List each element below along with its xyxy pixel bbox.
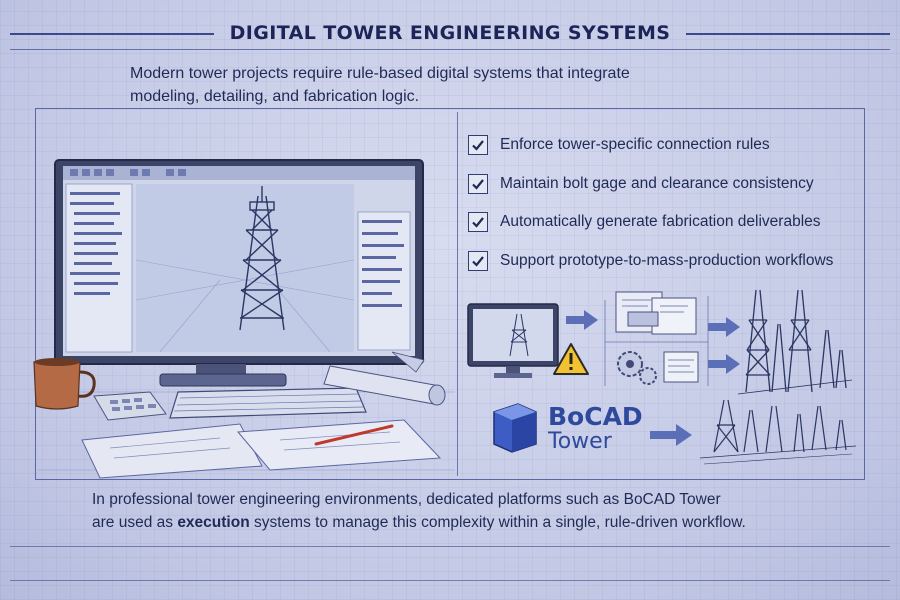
keyboard (169, 387, 367, 419)
gears-icon (617, 351, 699, 385)
checklist-item-label: Enforce tower-specific connection rules (500, 136, 770, 154)
footer-line-1: In professional tower engineering enviro… (92, 491, 721, 508)
checklist-item: Support prototype-to-mass-production wor… (468, 242, 868, 281)
brand-name: BoCAD (548, 401, 643, 431)
intro-line-1: Modern tower projects require rule-based… (130, 65, 630, 82)
checklist-item-label: Automatically generate fabrication deliv… (500, 213, 821, 231)
monitor-tower-icon (467, 303, 559, 378)
footer-line-2-pre: are used as (92, 514, 178, 531)
footer-line-2: are used as execution systems to manage … (92, 511, 872, 534)
coffee-mug (33, 358, 96, 410)
checklist-item-label: Support prototype-to-mass-production wor… (500, 251, 834, 269)
page-title: DIGITAL TOWER ENGINEERING SYSTEMS (229, 22, 671, 44)
feature-checklist: Enforce tower-specific connection rules … (468, 126, 868, 280)
panel-divider (457, 112, 458, 476)
checklist-item: Maintain bolt gage and clearance consist… (468, 165, 868, 204)
intro-line-2: modeling, detailing, and fabrication log… (130, 88, 420, 105)
bocad-logo: BoCAD Tower (488, 400, 643, 456)
monitor (54, 159, 424, 387)
header-rule (10, 49, 890, 50)
checkbox-checked-icon (468, 135, 488, 156)
footer-emphasis: execution (177, 514, 250, 531)
tower-group-icon (737, 289, 853, 395)
footer-line-2-post: systems to manage this complexity within… (249, 514, 746, 531)
documents-icon (615, 291, 697, 335)
header-rule-top (10, 33, 214, 35)
title-banner: DIGITAL TOWER ENGINEERING SYSTEMS (218, 18, 682, 48)
warning-icon (553, 343, 589, 375)
content-panel (35, 108, 865, 480)
workflow-arrows (566, 310, 740, 446)
checkbox-checked-icon (468, 173, 488, 194)
footer-rule-bottom (10, 580, 890, 581)
screen-tower (239, 186, 285, 331)
drawing-sheets (81, 419, 442, 479)
checklist-item: Enforce tower-specific connection rules (468, 126, 868, 165)
checkbox-checked-icon (468, 212, 488, 233)
checklist-item-label: Maintain bolt gage and clearance consist… (500, 174, 814, 192)
checklist-item: Automatically generate fabrication deliv… (468, 203, 868, 242)
footer-note: In professional tower engineering enviro… (92, 488, 872, 534)
intro-text: Modern tower projects require rule-based… (130, 62, 770, 108)
blueprint-roll (323, 351, 446, 406)
brand-product: Tower (548, 428, 612, 454)
header-rule-top-right (686, 33, 890, 35)
checkbox-checked-icon (468, 250, 488, 271)
cube-logo-icon (493, 403, 537, 453)
tower-field-icon (699, 399, 857, 465)
calculator (93, 391, 167, 421)
footer-rule (10, 546, 890, 547)
